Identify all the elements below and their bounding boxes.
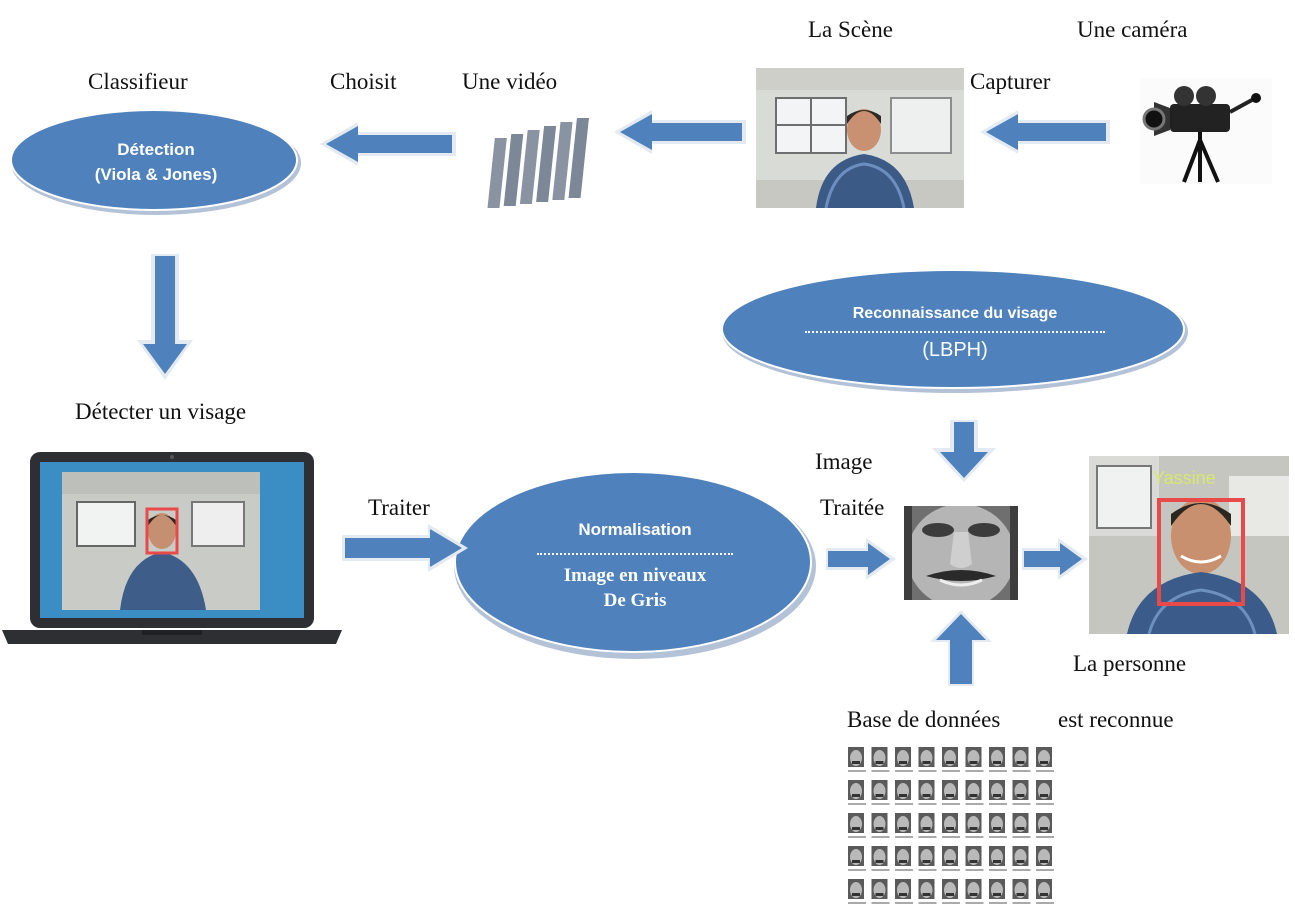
database-face-thumb <box>895 879 913 904</box>
capture-label: Capturer <box>970 69 1051 94</box>
arrow-detection-down <box>137 254 193 380</box>
arrow-camera-to-scene <box>980 110 1110 154</box>
database-face-thumb <box>871 879 890 904</box>
normalisation-title: Normalisation <box>578 520 692 540</box>
database-face-thumb <box>1036 846 1054 871</box>
detection-ellipse: Détection (Viola & Jones) <box>8 108 304 218</box>
database-face-thumb <box>989 813 1007 838</box>
arrow-normalisation-to-face <box>826 538 896 580</box>
database-label: Base de données <box>847 707 1001 732</box>
database-face-thumb <box>942 780 960 805</box>
laptop-detection-screen <box>2 448 342 648</box>
database-face-thumb <box>989 879 1007 904</box>
database-face-thumb <box>942 879 960 904</box>
normalisation-ellipse: Normalisation Image en niveaux De Gris <box>452 470 818 662</box>
video-camera-icon <box>1140 78 1272 184</box>
database-face-thumb <box>1036 780 1054 805</box>
arrow-laptop-to-normalisation <box>342 524 468 572</box>
processed-face-image <box>904 506 1018 600</box>
database-face-thumb <box>871 747 890 772</box>
detect-face-label: Détecter un visage <box>75 399 247 424</box>
database-face-thumb <box>848 846 866 871</box>
name-tag: Yassine <box>1153 468 1216 488</box>
person-label: La personne <box>1073 651 1187 676</box>
recognized-person-photo: Yassine <box>1089 456 1289 634</box>
database-face-thumb <box>871 813 890 838</box>
arrow-video-to-detection <box>320 122 456 166</box>
normalisation-line2: De Gris <box>603 590 667 612</box>
scene-label: La Scène <box>808 17 893 42</box>
recognition-title: Reconnaissance du visage <box>852 304 1058 322</box>
database-face-thumb <box>918 780 937 805</box>
arrow-face-to-result <box>1022 538 1088 580</box>
recognized-label: est reconnue <box>1058 707 1174 732</box>
process-label: Traiter <box>368 495 430 520</box>
database-face-thumb <box>871 846 890 871</box>
face-database-grid <box>845 744 1059 912</box>
classifier-label: Classifieur <box>88 69 188 94</box>
database-face-thumb <box>989 780 1007 805</box>
camera-label: Une caméra <box>1077 17 1188 42</box>
database-face-thumb <box>942 846 960 871</box>
recognition-divider <box>805 331 1105 334</box>
database-face-thumb <box>895 813 913 838</box>
normalisation-divider <box>537 552 733 555</box>
recognition-ellipse: Reconnaissance du visage (LBPH) <box>720 268 1190 396</box>
database-face-thumb <box>871 780 890 805</box>
database-face-thumb <box>918 747 937 772</box>
database-face-thumb <box>1036 747 1054 772</box>
processed-label: Traitée <box>820 495 885 520</box>
database-face-thumb <box>1012 846 1031 871</box>
scene-photo <box>756 68 964 208</box>
database-face-thumb <box>895 747 913 772</box>
database-face-thumb <box>942 813 960 838</box>
database-face-thumb <box>918 846 937 871</box>
database-face-thumb <box>965 879 984 904</box>
database-face-thumb <box>848 879 866 904</box>
database-face-thumb <box>989 846 1007 871</box>
database-face-thumb <box>965 780 984 805</box>
arrow-scene-to-video <box>614 110 746 154</box>
database-face-thumb <box>965 846 984 871</box>
video-frames <box>484 108 598 214</box>
database-face-thumb <box>895 780 913 805</box>
database-face-thumb <box>918 813 937 838</box>
database-face-thumb <box>918 879 937 904</box>
database-face-thumb <box>895 846 913 871</box>
database-face-thumb <box>942 747 960 772</box>
database-face-thumb <box>1012 879 1031 904</box>
detection-title: Détection <box>117 140 195 160</box>
normalisation-line1: Image en niveaux <box>563 564 707 586</box>
arrow-lbph-down <box>932 420 996 482</box>
database-face-thumb <box>848 813 866 838</box>
detection-ellipse-shape <box>10 109 301 215</box>
recognition-subtitle: (LBPH) <box>922 339 988 362</box>
database-face-thumb <box>848 747 866 772</box>
database-face-thumb <box>1036 879 1054 904</box>
image-label: Image <box>815 449 873 474</box>
normalisation-ellipse-shape <box>454 471 816 659</box>
detection-subtitle: (Viola & Jones) <box>94 165 218 184</box>
video-label: Une vidéo <box>462 69 558 94</box>
database-face-thumb <box>965 747 984 772</box>
database-face-thumb <box>848 780 866 805</box>
database-face-thumb <box>1012 813 1031 838</box>
database-face-thumb <box>965 813 984 838</box>
database-face-thumb <box>989 747 1007 772</box>
database-face-thumb <box>1012 747 1031 772</box>
database-face-thumb <box>1036 813 1054 838</box>
arrow-database-up <box>930 610 992 686</box>
choose-label: Choisit <box>330 69 397 94</box>
database-face-thumb <box>1012 780 1031 805</box>
